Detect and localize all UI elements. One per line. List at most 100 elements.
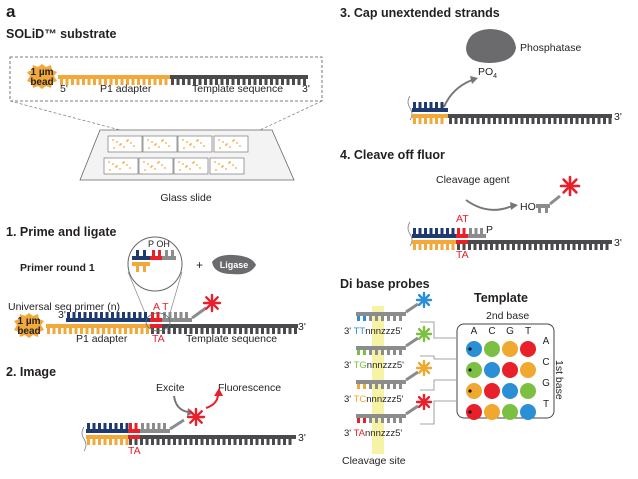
probe-star-icon bbox=[415, 325, 433, 343]
matrix-cell bbox=[466, 362, 482, 378]
magnifier-circle bbox=[127, 236, 183, 292]
three-prime-left-prime: 3' bbox=[58, 309, 66, 321]
probe-tooth bbox=[357, 316, 360, 321]
p1-adapter-prime: P1 adapter bbox=[76, 333, 128, 345]
probe-tooth bbox=[399, 418, 402, 423]
three-prime-cleave: 3' bbox=[614, 237, 622, 249]
probe-body bbox=[356, 414, 406, 418]
top-strand bbox=[58, 75, 308, 85]
probe-tooth bbox=[363, 418, 366, 423]
probe-tooth bbox=[393, 350, 396, 355]
bead-label-1: 1 µm bbox=[31, 67, 54, 78]
fluor-star-cleave bbox=[559, 175, 581, 197]
glass-slide bbox=[79, 129, 295, 181]
matrix-dot bbox=[468, 410, 472, 414]
matrix-col-label: A bbox=[471, 326, 478, 337]
matrix-row-label: G bbox=[542, 378, 550, 389]
probe-tooth bbox=[393, 316, 396, 321]
probe-connector bbox=[420, 355, 456, 360]
matrix-cell bbox=[520, 383, 536, 399]
poh-label: P OH bbox=[148, 239, 170, 249]
cleave-strand bbox=[407, 221, 612, 250]
probe-tooth bbox=[375, 350, 378, 355]
probe-tooth bbox=[393, 384, 396, 389]
glass-slide-label: Glass slide bbox=[160, 192, 212, 204]
matrix-dot bbox=[468, 368, 472, 372]
prime-heading: 1. Prime and ligate bbox=[6, 225, 117, 239]
probe-tooth bbox=[387, 384, 390, 389]
probe-label: 3' TGnnnzzz5' bbox=[344, 360, 404, 371]
probe-tail bbox=[405, 336, 419, 348]
matrix-row-label: T bbox=[543, 399, 549, 410]
template-heading: Template bbox=[474, 291, 528, 305]
probe-tooth bbox=[375, 316, 378, 321]
plus-sign: + bbox=[196, 258, 203, 272]
matrix-col-label: T bbox=[525, 326, 531, 337]
fluor-star-prime bbox=[202, 293, 222, 313]
probe-tooth bbox=[363, 316, 366, 321]
excite-label: Excite bbox=[156, 382, 185, 394]
probe-tooth bbox=[363, 384, 366, 389]
probe-star-icon bbox=[415, 393, 433, 411]
probe-connector bbox=[420, 321, 456, 339]
three-prime-cap: 3' bbox=[614, 111, 622, 123]
matrix-cell bbox=[484, 341, 500, 357]
matrix-cell bbox=[502, 383, 518, 399]
probe-tooth bbox=[357, 384, 360, 389]
probe-label: 3' TCnnnzzz5' bbox=[344, 394, 404, 405]
at-label-cleave: AT bbox=[456, 213, 469, 225]
image-heading: 2. Image bbox=[6, 365, 56, 379]
primer-round-label: Primer round 1 bbox=[20, 262, 95, 274]
matrix-col-label: G bbox=[506, 326, 514, 337]
probe-tooth bbox=[363, 350, 366, 355]
probe-tooth bbox=[399, 350, 402, 355]
matrix-dot bbox=[468, 389, 472, 393]
first-base-label: 1st base bbox=[553, 360, 565, 400]
cleave-heading: 4. Cleave off fluor bbox=[340, 148, 445, 162]
panel-label: a bbox=[6, 2, 16, 21]
probe-tooth bbox=[387, 418, 390, 423]
probe-body bbox=[356, 380, 406, 384]
three-prime-right-prime: 3' bbox=[298, 321, 306, 333]
bead-label-2: bead bbox=[30, 77, 53, 88]
ligase-label: Ligase bbox=[220, 260, 249, 270]
cleaved-probe bbox=[536, 194, 561, 213]
matrix-cell bbox=[502, 362, 518, 378]
five-prime-label: 5' bbox=[60, 83, 68, 95]
probe-tooth bbox=[387, 316, 390, 321]
probe-list: 3' TTnnnzzz5'3' TGnnnzzz5'3' TCnnnzzz5'3… bbox=[344, 291, 456, 439]
probe-tooth bbox=[399, 384, 402, 389]
phosphatase-blob bbox=[466, 29, 516, 63]
matrix-cell bbox=[520, 341, 536, 357]
bead-top: 1 µm bead bbox=[27, 64, 57, 89]
probe-tooth bbox=[381, 350, 384, 355]
probe-tooth bbox=[369, 350, 372, 355]
fluor-star-image bbox=[186, 407, 206, 427]
three-prime-label: 3' bbox=[302, 83, 310, 95]
matrix-row-label: A bbox=[543, 336, 550, 347]
probe-tooth bbox=[369, 384, 372, 389]
cap-heading: 3. Cap unextended strands bbox=[340, 6, 500, 20]
probe-body bbox=[356, 346, 406, 350]
probe-label: 3' TTnnnzzz5' bbox=[344, 326, 403, 337]
ligase-blob bbox=[212, 254, 256, 275]
po4-label: PO4 bbox=[478, 66, 497, 80]
probe-tail bbox=[405, 404, 419, 416]
probes-heading: Di base probes bbox=[340, 277, 430, 291]
image-strand bbox=[81, 418, 296, 452]
p1-adapter-label: P1 adapter bbox=[100, 83, 152, 95]
probe-tooth bbox=[357, 350, 360, 355]
matrix-row-label: C bbox=[542, 357, 549, 368]
bead-strand-box bbox=[9, 56, 323, 131]
probe-connector bbox=[420, 379, 456, 391]
matrix-cell bbox=[502, 404, 518, 420]
fluorescence-label: Fluorescence bbox=[218, 382, 281, 394]
cleavage-site-label: Cleavage site bbox=[342, 455, 406, 467]
phosphatase-label: Phosphatase bbox=[520, 42, 581, 54]
probe-star-icon bbox=[415, 359, 433, 377]
template-sequence-label: Template sequence bbox=[192, 83, 283, 95]
cleavage-agent-label: Cleavage agent bbox=[436, 174, 510, 186]
ta-label-prime: TA bbox=[152, 333, 165, 345]
second-base-label: 2nd base bbox=[486, 310, 529, 322]
